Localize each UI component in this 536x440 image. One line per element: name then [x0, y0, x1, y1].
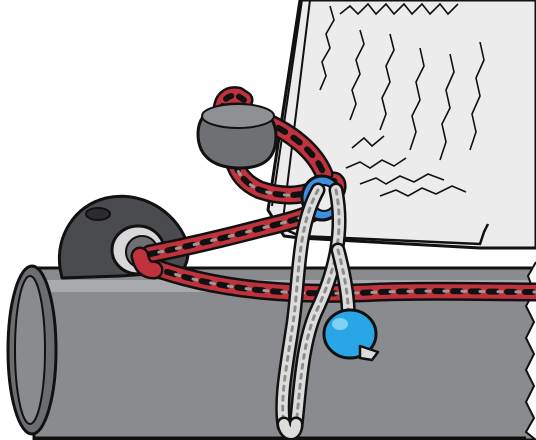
cleat-ball-top [202, 104, 274, 128]
toggle-ball-highlight [332, 318, 348, 330]
boom-end-cap-inner [15, 276, 45, 424]
toggle-ball [324, 310, 378, 360]
fairlead-slot [86, 208, 110, 220]
cleat-ball [198, 104, 276, 168]
